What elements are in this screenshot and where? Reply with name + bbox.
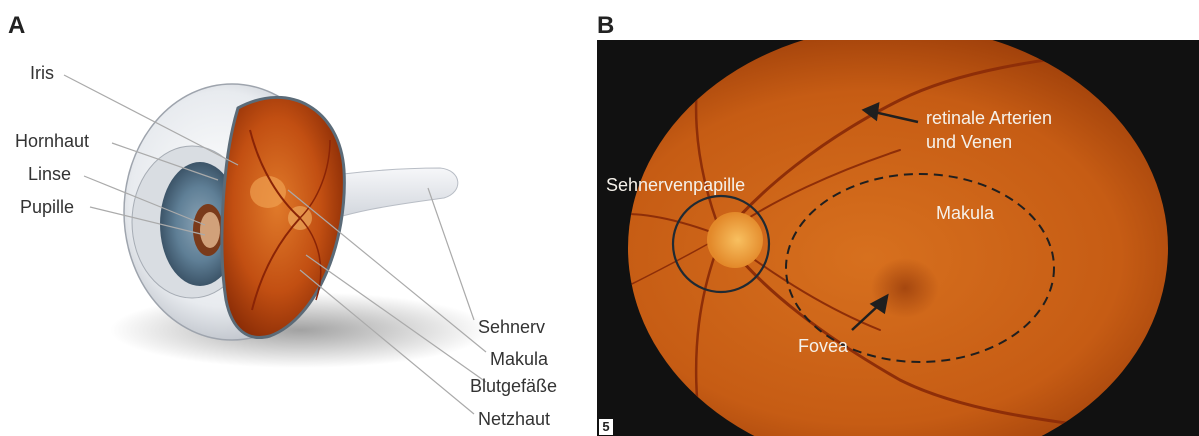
lens xyxy=(200,212,220,248)
makula-outline xyxy=(786,174,1054,362)
label-hornhaut: Hornhaut xyxy=(15,132,89,150)
label-blutgefaesse: Blutgefäße xyxy=(470,377,557,395)
label-arterien-line1: retinale Arterien xyxy=(926,108,1052,129)
fovea-dark-spot xyxy=(871,258,939,318)
label-makula-a: Makula xyxy=(490,350,548,368)
label-sehnervenpapille: Sehnervenpapille xyxy=(606,175,745,196)
label-arterien-line2: und Venen xyxy=(926,132,1012,153)
label-makula-b: Makula xyxy=(936,203,994,224)
label-fovea: Fovea xyxy=(798,336,848,357)
optic-disc-outline xyxy=(673,196,769,292)
label-linse: Linse xyxy=(28,165,71,183)
fundus-background xyxy=(597,40,1199,436)
macula-spot xyxy=(250,176,286,208)
label-iris: Iris xyxy=(30,64,54,82)
label-netzhaut: Netzhaut xyxy=(478,410,550,428)
eye-anatomy-illustration xyxy=(0,0,600,436)
corner-mark: 5 xyxy=(599,419,613,435)
label-pupille: Pupille xyxy=(20,198,74,216)
label-sehnerv: Sehnerv xyxy=(478,318,545,336)
optic-disc xyxy=(707,212,763,268)
